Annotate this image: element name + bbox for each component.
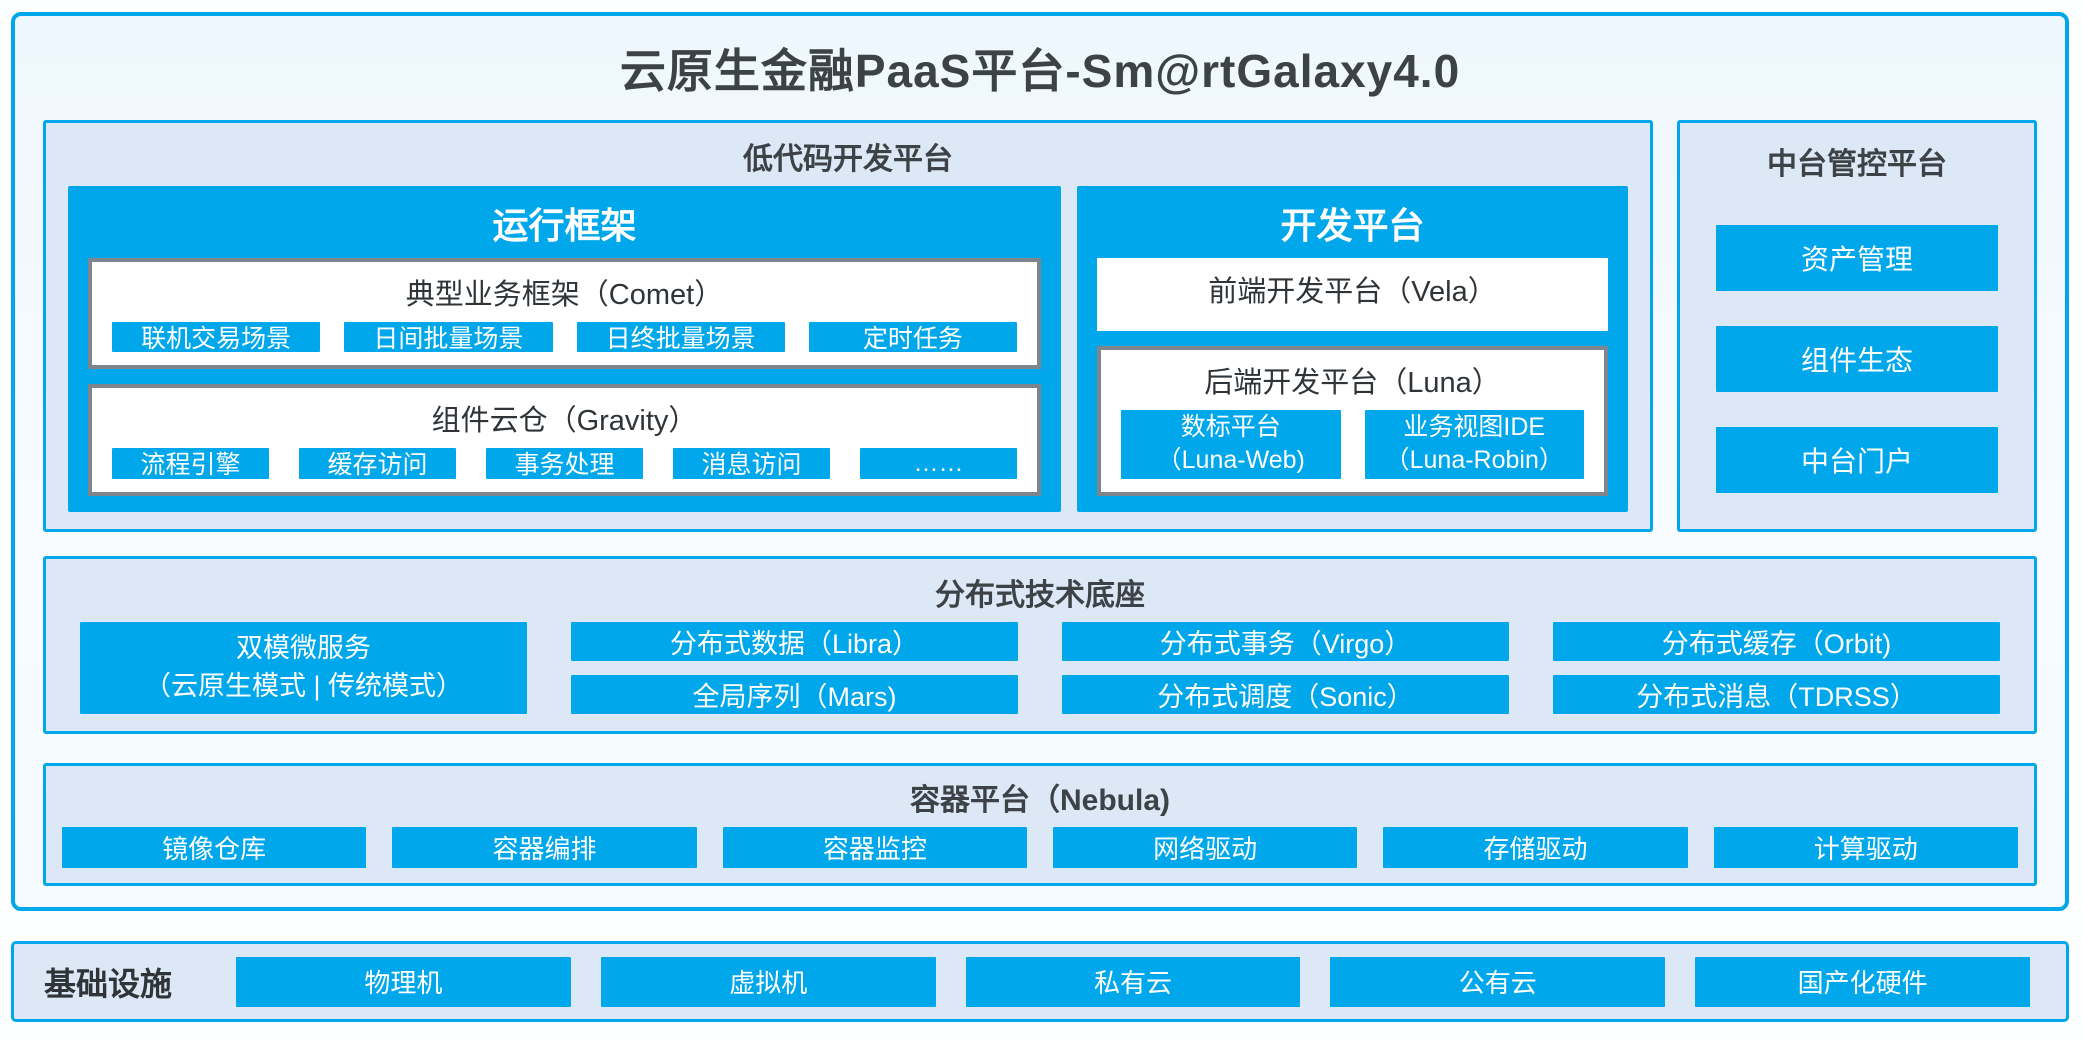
infrastructure-chip: 物理机 [236,956,571,1007]
gravity-box: 组件云仓（Gravity） 流程引擎 缓存访问 事务处理 消息访问 …… [88,384,1041,496]
dual-mode-cell: 双模微服务 （云原生模式 | 传统模式） [80,621,527,714]
mid-platform-button: 资产管理 [1716,224,1998,291]
dev-platform-box: 开发平台 前端开发平台（Vela） 后端开发平台（Luna） 数标平台 （Lun… [1077,185,1628,512]
distributed-cell: 分布式消息（TDRSS） [1553,674,2000,714]
distributed-grid: 双模微服务 （云原生模式 | 传统模式） 分布式数据（Libra） 分布式事务（… [80,621,2000,714]
distributed-cell: 分布式数据（Libra） [571,621,1018,661]
comet-chip: 联机交易场景 [112,321,321,353]
container-platform-title: 容器平台（Nebula) [909,783,1170,817]
gravity-chip: …… [860,448,1017,479]
top-row: 低代码开发平台 运行框架 典型业务框架（Comet） 联机交易场景 日间批量场景 [43,119,2037,532]
title-row: 云原生金融PaaS平台-Sm@rtGalaxy4.0 [43,16,2037,120]
lowcode-body: 运行框架 典型业务框架（Comet） 联机交易场景 日间批量场景 日终批量场景 … [68,185,1628,512]
dual-mode-line1: 双模微服务 [236,632,371,663]
infrastructure-chip: 公有云 [1330,956,1666,1007]
mid-platform-buttons: 资产管理 组件生态 中台门户 [1716,224,1998,493]
comet-chip: 日间批量场景 [344,321,553,353]
dev-platform-title: 开发平台 [1280,204,1425,246]
comet-chip: 定时任务 [808,321,1017,353]
luna-title: 后端开发平台（Luna） [1204,366,1501,399]
comet-box: 典型业务框架（Comet） 联机交易场景 日间批量场景 日终批量场景 定时任务 [88,257,1041,369]
lowcode-title: 低代码开发平台 [743,142,953,176]
mid-platform-panel: 中台管控平台 资产管理 组件生态 中台门户 [1677,119,2037,532]
infrastructure-label: 基础设施 [44,965,173,1002]
runtime-framework-box: 运行框架 典型业务框架（Comet） 联机交易场景 日间批量场景 日终批量场景 … [68,185,1061,512]
container-chip: 计算驱动 [1713,826,2018,868]
comet-chip: 日终批量场景 [576,321,785,353]
mid-platform-button: 中台门户 [1716,426,1998,493]
gravity-chip: 缓存访问 [299,448,456,479]
comet-title: 典型业务框架（Comet） [405,278,724,311]
luna-chip-line1: 数标平台 [1180,413,1281,441]
luna-chip-row: 数标平台 （Luna-Web) 业务视图IDE （Luna-Robin） [1121,409,1584,479]
luna-chip-line1: 业务视图IDE [1403,413,1546,441]
distributed-cell: 分布式缓存（Orbit) [1553,621,2000,661]
luna-chip: 数标平台 （Luna-Web) [1121,409,1341,479]
mid-platform-title: 中台管控平台 [1767,147,1947,181]
distributed-title: 分布式技术底座 [935,578,1145,612]
runtime-framework-title: 运行框架 [492,204,637,246]
mid-platform-button: 组件生态 [1716,325,1998,392]
comet-chip-row: 联机交易场景 日间批量场景 日终批量场景 定时任务 [112,321,1017,353]
infrastructure-chip: 私有云 [965,956,1301,1007]
luna-chip-line2: （Luna-Robin） [1384,446,1564,474]
runtime-framework-body: 典型业务框架（Comet） 联机交易场景 日间批量场景 日终批量场景 定时任务 … [88,257,1041,496]
distributed-cell: 分布式事务（Virgo） [1062,621,1509,661]
distributed-cell: 分布式调度（Sonic） [1062,674,1509,714]
dual-mode-line2: （云原生模式 | 传统模式） [143,670,464,701]
page-title: 云原生金融PaaS平台-Sm@rtGalaxy4.0 [619,44,1461,97]
container-chip: 网络驱动 [1052,826,1358,868]
container-chip: 容器编排 [392,826,697,868]
infrastructure-chip: 虚拟机 [600,956,936,1007]
dev-platform-body: 前端开发平台（Vela） 后端开发平台（Luna） 数标平台 （Luna-Web… [1097,257,1608,496]
lowcode-section: 低代码开发平台 运行框架 典型业务框架（Comet） 联机交易场景 日间批量场景 [43,119,1653,532]
luna-box: 后端开发平台（Luna） 数标平台 （Luna-Web) 业务视图IDE （Lu… [1097,345,1608,496]
container-chip: 存储驱动 [1383,826,1688,868]
luna-chip-line2: （Luna-Web) [1156,446,1305,474]
container-chip: 容器监控 [722,826,1027,868]
gravity-chip-row: 流程引擎 缓存访问 事务处理 消息访问 …… [112,448,1017,479]
gravity-chip: 流程引擎 [112,448,269,479]
infrastructure-chip: 国产化硬件 [1695,956,2030,1007]
container-chip: 镜像仓库 [62,826,367,868]
main-frame: 云原生金融PaaS平台-Sm@rtGalaxy4.0 低代码开发平台 运行框架 … [11,12,2069,911]
container-chip-row: 镜像仓库 容器编排 容器监控 网络驱动 存储驱动 计算驱动 [62,826,2018,868]
distributed-section: 分布式技术底座 双模微服务 （云原生模式 | 传统模式） 分布式数据（Libra… [43,555,2037,734]
infrastructure-bar: 基础设施 物理机 虚拟机 私有云 公有云 国产化硬件 [11,941,2069,1022]
gravity-title: 组件云仓（Gravity） [431,405,698,437]
gravity-chip: 消息访问 [673,448,830,479]
distributed-cell: 全局序列（Mars) [571,674,1018,714]
gravity-chip: 事务处理 [486,448,643,479]
container-platform-section: 容器平台（Nebula) 镜像仓库 容器编排 容器监控 网络驱动 存储驱动 计算… [43,762,2037,886]
vela-box: 前端开发平台（Vela） [1097,257,1608,331]
luna-chip: 业务视图IDE （Luna-Robin） [1364,409,1584,479]
